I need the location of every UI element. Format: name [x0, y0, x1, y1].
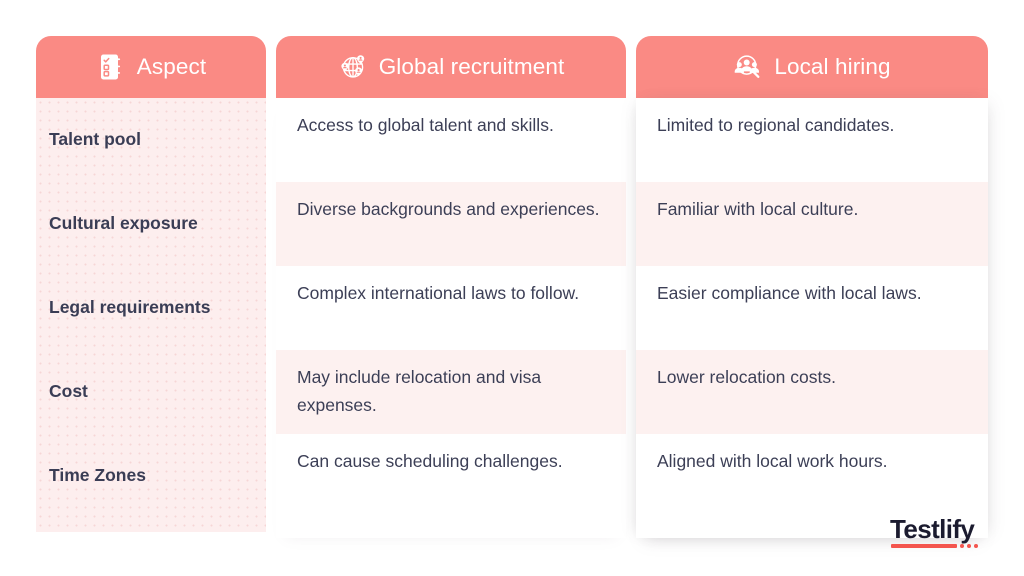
column-body-aspect: Talent pool Cultural exposure Legal requ… [36, 98, 266, 532]
checklist-icon [96, 52, 126, 82]
logo-dot-1 [960, 544, 964, 548]
logo-underline-bar [891, 544, 957, 548]
table-cell-aspect-1: Cultural exposure [49, 213, 198, 234]
column-header-global-recruitment: Global recruitment [276, 36, 626, 98]
column-body-local-hiring: Limited to regional candidates. Familiar… [636, 98, 988, 538]
logo-dot-2 [967, 544, 971, 548]
globe-people-icon [338, 52, 368, 82]
table-cell-global-0: Access to global talent and skills. [297, 115, 554, 135]
column-header-label-global-recruitment: Global recruitment [378, 53, 565, 79]
column-body-global-recruitment: Access to global talent and skills. Dive… [276, 98, 626, 538]
column-aspect: Aspect Talent pool Cultural exposure Leg… [36, 36, 266, 532]
table-cell-aspect-3: Cost [49, 381, 88, 402]
column-header-local-hiring: Local hiring [636, 36, 988, 98]
comparison-table: Aspect Talent pool Cultural exposure Leg… [36, 36, 988, 538]
table-cell-local-0: Limited to regional candidates. [657, 115, 895, 135]
logo-dots [960, 544, 978, 548]
table-cell-local-4: Aligned with local work hours. [657, 451, 888, 471]
table-cell-aspect-0: Talent pool [49, 129, 142, 150]
column-header-label-local-hiring: Local hiring [774, 53, 891, 79]
table-cell-aspect-2: Legal requirements [49, 297, 211, 318]
logo-wordmark: Testlify [890, 514, 975, 544]
table-cell-local-1: Familiar with local culture. [636, 182, 988, 266]
testlify-logo: Testlify [890, 514, 1000, 554]
table-cell-aspect-4: Time Zones [49, 465, 146, 486]
column-header-label-aspect: Aspect [136, 53, 207, 79]
logo-dot-3 [974, 544, 978, 548]
table-cell-global-4: Can cause scheduling challenges. [297, 451, 563, 471]
people-search-icon [733, 52, 763, 82]
table-cell-local-3: Lower relocation costs. [636, 350, 988, 434]
table-cell-global-2: Complex international laws to follow. [297, 283, 580, 303]
column-global-recruitment: Global recruitment Access to global tale… [276, 36, 626, 538]
column-header-aspect: Aspect [36, 36, 266, 98]
column-local-hiring: Local hiring Limited to regional candida… [636, 36, 988, 538]
table-cell-global-1: Diverse backgrounds and experiences. [276, 182, 626, 266]
table-cell-global-3: May include relocation and visa expenses… [276, 350, 626, 434]
table-cell-local-2: Easier compliance with local laws. [657, 283, 922, 303]
